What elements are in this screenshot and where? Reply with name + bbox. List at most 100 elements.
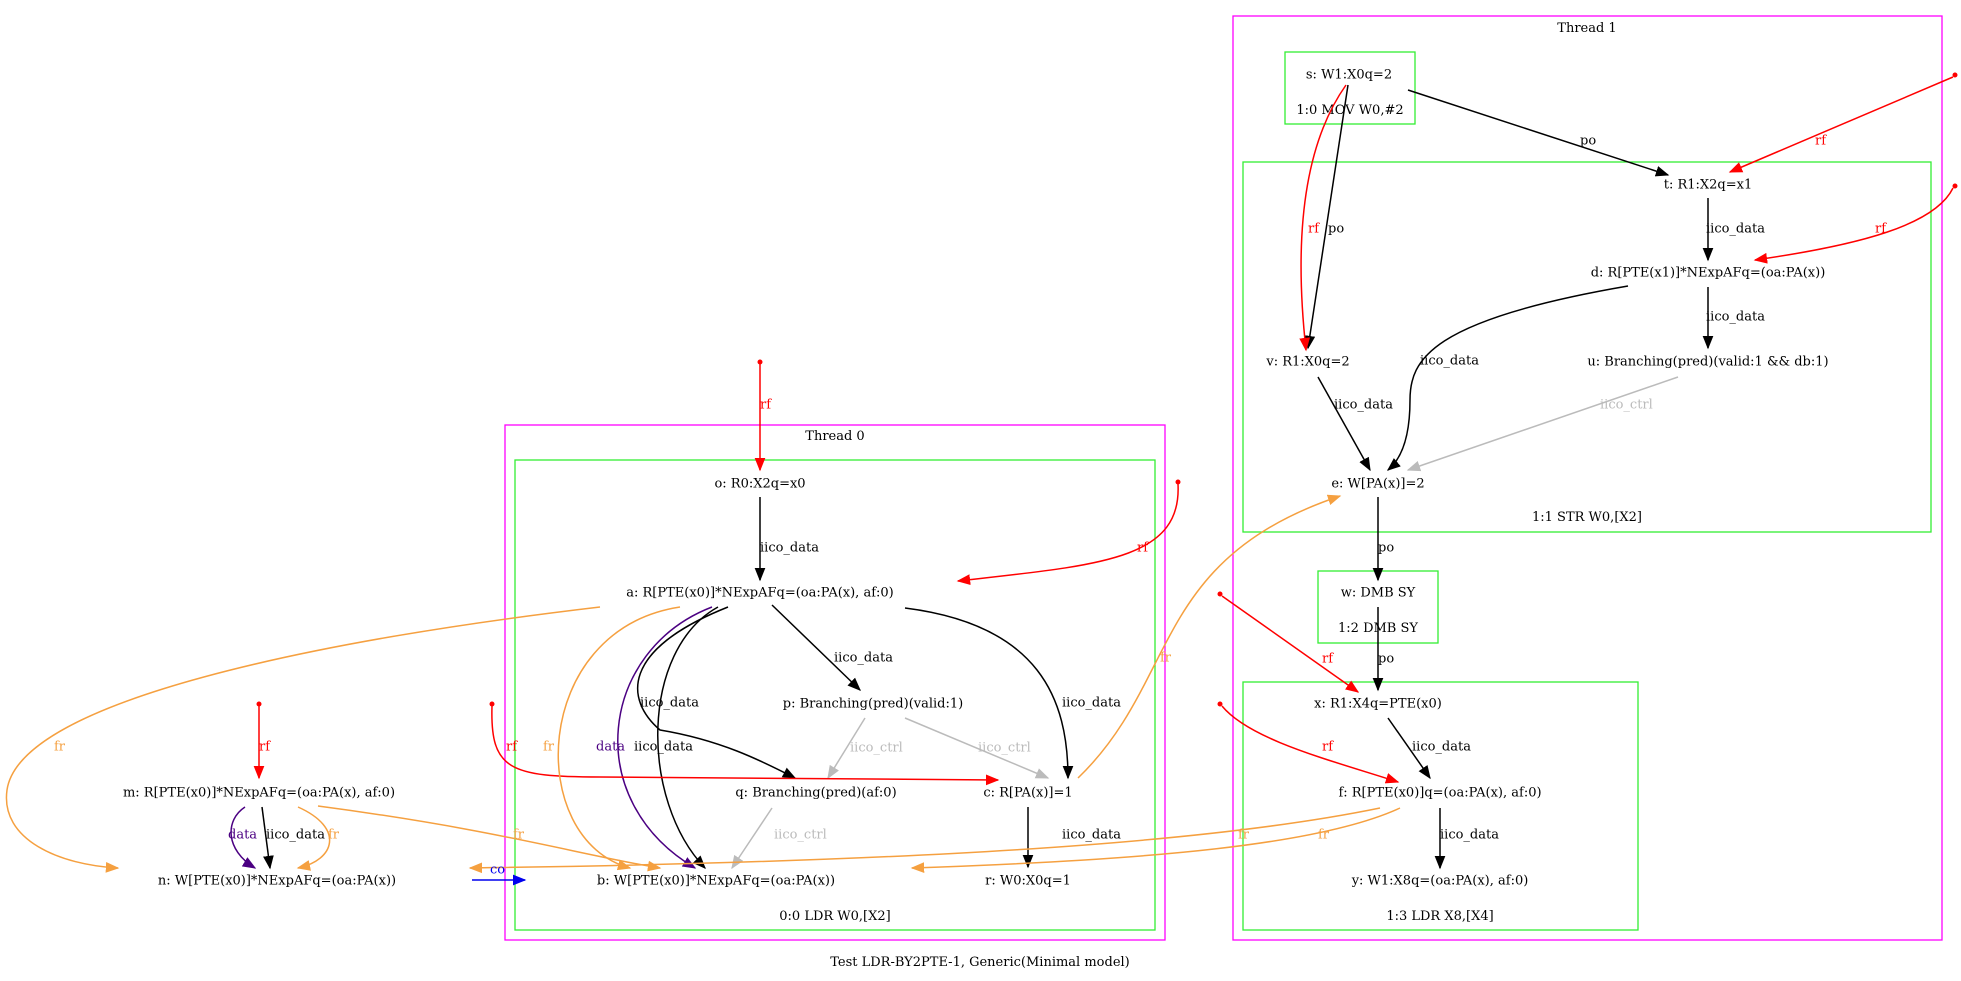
edge-m-n-fr <box>296 806 331 871</box>
label-q-b: iico_ctrl <box>774 828 827 843</box>
label-init-m: rf <box>259 740 271 755</box>
label-f-n-fr: fr <box>1238 828 1250 843</box>
label-a-b: iico_data <box>634 740 693 755</box>
t1-ldr-cluster-border <box>1242 681 1639 931</box>
edge-a-c <box>904 607 1074 780</box>
label-m-n-data: data <box>228 828 257 843</box>
label-c-r: iico_data <box>1062 828 1121 843</box>
init-dot-d <box>1952 183 1958 189</box>
label-s-v-po: po <box>1328 222 1344 237</box>
edge-a-b-fr <box>557 606 681 871</box>
edge-q-b <box>731 807 773 870</box>
nodes: o: R0:X2q=x0 a: R[PTE(x0)]*NExpAFq=(oa:P… <box>123 68 1829 889</box>
node-m: m: R[PTE(x0)]*NExpAFq=(oa:PA(x), af:0) <box>123 786 395 801</box>
edge-m-n-iico <box>261 806 274 870</box>
edge-a-n-fr <box>5 606 601 873</box>
label-m-n-iico: iico_data <box>266 828 325 843</box>
edge-labels: iico_data iico_data iico_data iico_data … <box>54 134 1887 878</box>
node-b: b: W[PTE(x0)]*NExpAFq=(oa:PA(x)) <box>597 874 835 889</box>
label-v-e: iico_data <box>1334 398 1393 413</box>
edge-p-c <box>904 717 1050 779</box>
label-t-d: iico_data <box>1706 222 1765 237</box>
init-dot-o <box>757 359 763 365</box>
edge-x-f <box>1387 717 1431 780</box>
label-d-u: iico_data <box>1706 310 1765 325</box>
init-dot-f <box>1217 701 1223 707</box>
node-f: f: R[PTE(x0)]q=(oa:PA(x), af:0) <box>1338 786 1541 801</box>
label-d-e: iico_data <box>1420 354 1479 369</box>
edge-d-e <box>1386 285 1629 471</box>
edge-f-b-fr <box>910 807 1401 873</box>
node-w: w: DMB SY <box>1341 586 1416 601</box>
init-dot-a <box>1175 479 1181 485</box>
label-init-o: rf <box>760 398 772 413</box>
t1-str-label: 1:1 STR W0,[X2] <box>1532 510 1642 525</box>
edge-p-q <box>827 717 866 780</box>
diagram-caption: Test LDR-BY2PTE-1, Generic(Minimal model… <box>830 955 1130 970</box>
label-a-b-data: data <box>596 740 625 755</box>
label-init-f: rf <box>1322 740 1334 755</box>
label-init-d: rf <box>1875 222 1887 237</box>
edges <box>5 72 1958 886</box>
edge-u-e <box>1406 376 1679 472</box>
t0-ldr-cluster-border <box>514 459 1156 931</box>
node-x: x: R1:X4q=PTE(x0) <box>1314 697 1442 712</box>
edge-s-v-rf <box>1299 84 1347 352</box>
t1-ldr-label: 1:3 LDR X8,[X4] <box>1386 909 1493 924</box>
edge-init-f <box>1221 705 1400 784</box>
node-c: c: R[PA(x)]=1 <box>983 786 1072 801</box>
init-dot-m <box>256 701 262 707</box>
thread-1-border <box>1232 15 1943 941</box>
label-f-b-fr: fr <box>1318 828 1330 843</box>
edge-a-p <box>771 604 861 691</box>
label-s-v-rf: rf <box>1308 222 1320 237</box>
label-init-c: rf <box>506 740 518 755</box>
node-r: r: W0:X0q=1 <box>985 874 1071 889</box>
node-t: t: R1:X2q=x1 <box>1664 178 1753 193</box>
edge-a-q <box>636 606 797 779</box>
t0-ldr-label: 0:0 LDR W0,[X2] <box>779 909 890 924</box>
node-u: u: Branching(pred)(valid:1 && db:1) <box>1587 355 1828 370</box>
node-v: v: R1:X0q=2 <box>1265 355 1349 370</box>
label-a-b-fr: fr <box>543 740 555 755</box>
node-p: p: Branching(pred)(valid:1) <box>783 697 963 712</box>
label-m-b-fr: fr <box>513 828 525 843</box>
edge-init-c <box>491 705 1000 786</box>
node-y: y: W1:X8q=(oa:PA(x), af:0) <box>1351 874 1529 889</box>
label-a-c: iico_data <box>1062 696 1121 711</box>
label-f-y: iico_data <box>1440 828 1499 843</box>
thread-0-label: Thread 0 <box>805 429 864 444</box>
label-w-x: po <box>1378 652 1394 667</box>
t1-mov-label: 1:0 MOV W0,#2 <box>1296 103 1403 118</box>
label-u-e: iico_ctrl <box>1600 398 1653 413</box>
label-init-a: rf <box>1137 541 1149 556</box>
init-dot-x <box>1217 591 1223 597</box>
edge-c-e-fr <box>1077 494 1342 779</box>
edge-init-d <box>1753 187 1954 264</box>
thread-0-border <box>504 424 1166 941</box>
init-dot-t <box>1952 72 1958 78</box>
edge-init-a <box>956 483 1179 586</box>
label-c-e-fr: fr <box>1160 651 1172 666</box>
label-a-p: iico_data <box>834 651 893 666</box>
node-o: o: R0:X2q=x0 <box>714 477 805 492</box>
edge-init-t <box>1728 76 1954 173</box>
label-e-w: po <box>1378 541 1394 556</box>
node-d: d: R[PTE(x1)]*NExpAFq=(oa:PA(x)) <box>1591 266 1826 281</box>
thread-0-cluster: Thread 0 0:0 LDR W0,[X2] <box>504 424 1166 941</box>
label-a-n-fr: fr <box>54 740 66 755</box>
edge-v-e <box>1317 376 1371 472</box>
edge-a-b-data <box>617 606 713 869</box>
t1-str-cluster-border <box>1242 161 1932 533</box>
node-e: e: W[PA(x)]=2 <box>1331 477 1424 492</box>
node-a: a: R[PTE(x0)]*NExpAFq=(oa:PA(x), af:0) <box>626 586 893 601</box>
label-p-q: iico_ctrl <box>850 741 903 756</box>
label-init-x: rf <box>1322 652 1334 667</box>
edge-s-t-po <box>1407 89 1670 177</box>
node-q: q: Branching(pred)(af:0) <box>735 786 896 801</box>
edge-m-n-data <box>230 806 257 869</box>
edge-init-x <box>1221 595 1360 693</box>
label-x-f: iico_data <box>1412 740 1471 755</box>
edge-f-n-fr <box>468 807 1381 874</box>
